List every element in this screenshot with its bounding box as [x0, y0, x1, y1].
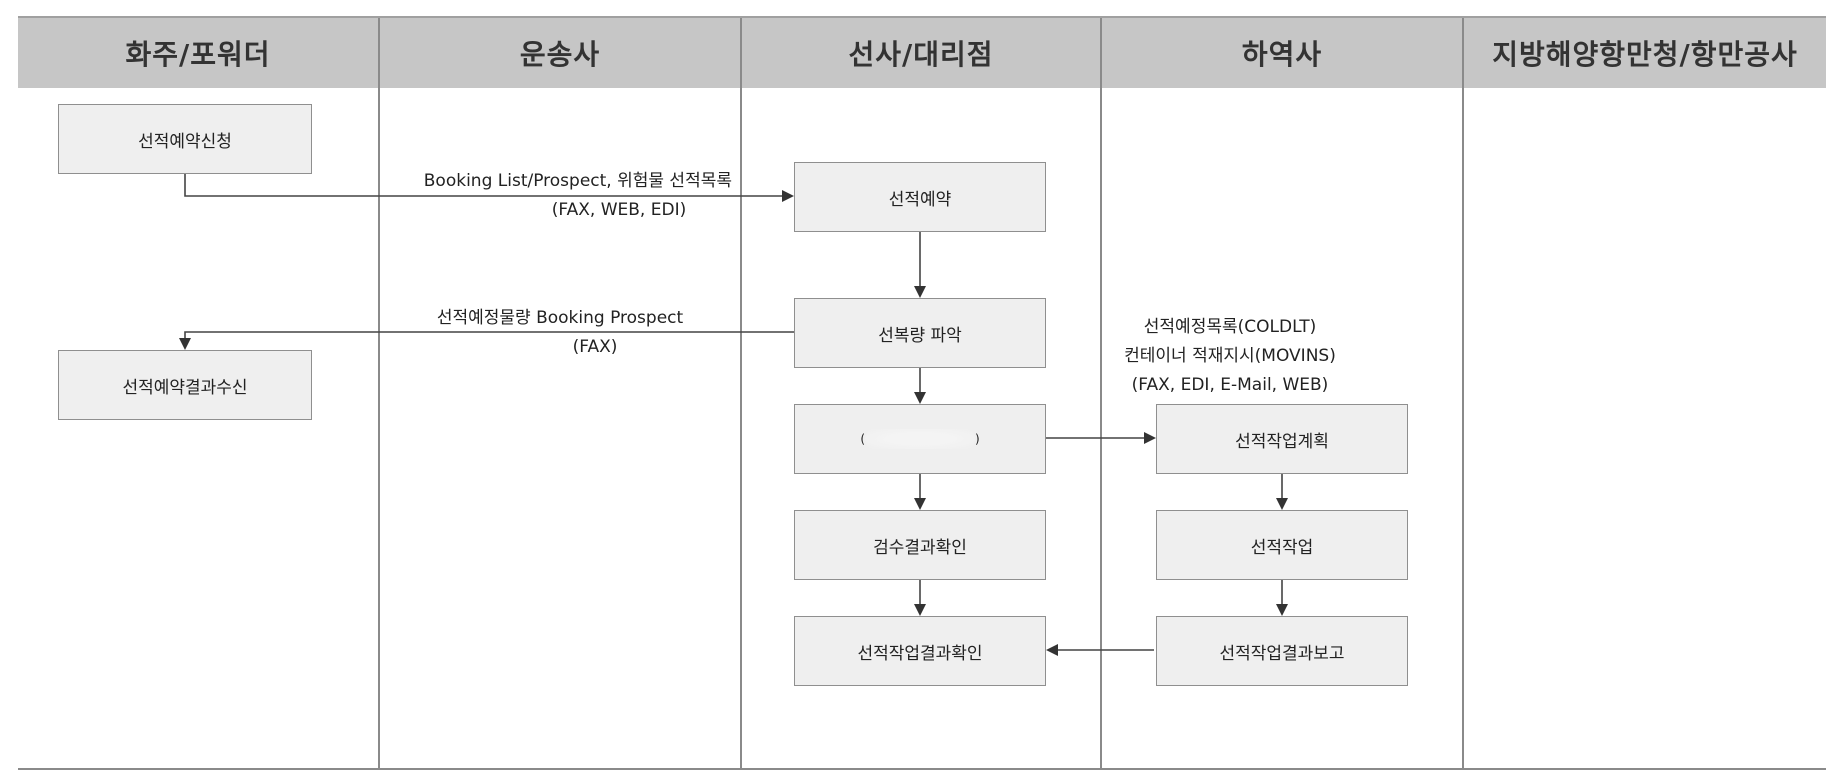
lane-title-transport: 운송사: [519, 38, 601, 71]
label-planned-volume: 선적예정물량 Booking Prospect: [436, 308, 684, 328]
label-coldlt: 선적예정목록(COLDLT): [1143, 317, 1317, 337]
box-loading-plan: 선적작업계획: [1156, 404, 1408, 474]
label-booking-list: Booking List/Prospect, 위험물 선적목록: [423, 171, 732, 191]
bottom-border: [18, 768, 1826, 770]
box-loading-result-check: 선적작업결과확인: [794, 616, 1046, 686]
box-booking-result: 선적예약결과수신: [58, 350, 312, 420]
label-coldlt-channels: (FAX, EDI, E-Mail, WEB): [1131, 375, 1329, 395]
lane-divider: [740, 18, 742, 770]
label-planned-volume-channel: (FAX): [572, 337, 618, 357]
arrow-booking-request: [184, 174, 794, 202]
lane-divider: [1100, 18, 1102, 770]
lane-title-shipping-line: 선사/대리점: [848, 38, 994, 71]
label-booking-list-channels: (FAX, WEB, EDI): [551, 200, 687, 220]
redacted-close-paren: ): [975, 432, 980, 446]
box-inspection-check: 검수결과확인: [794, 510, 1046, 580]
label-movins: 컨테이너 적재지시(MOVINS): [1124, 346, 1336, 366]
redacted-open-paren: (: [860, 432, 865, 446]
lane-title-stevedore: 하역사: [1241, 38, 1323, 71]
box-booking: 선적예약: [794, 162, 1046, 232]
lane-header-band: [18, 18, 1826, 88]
lane-title-shipper: 화주/포워더: [125, 38, 271, 71]
box-volume-check: 선복량 파악: [794, 298, 1046, 368]
top-border: [18, 16, 1826, 18]
box-loading-report: 선적작업결과보고: [1156, 616, 1408, 686]
box-loading-work: 선적작업: [1156, 510, 1408, 580]
lane-divider: [378, 18, 380, 770]
box-redacted-step: ( ): [794, 404, 1046, 474]
arrow-volume-to-result: [179, 331, 794, 350]
lane-divider: [1462, 18, 1464, 770]
box-booking-request: 선적예약신청: [58, 104, 312, 174]
redacted-text: [865, 429, 975, 449]
lane-title-port-authority: 지방해양항만청/항만공사: [1492, 38, 1798, 71]
